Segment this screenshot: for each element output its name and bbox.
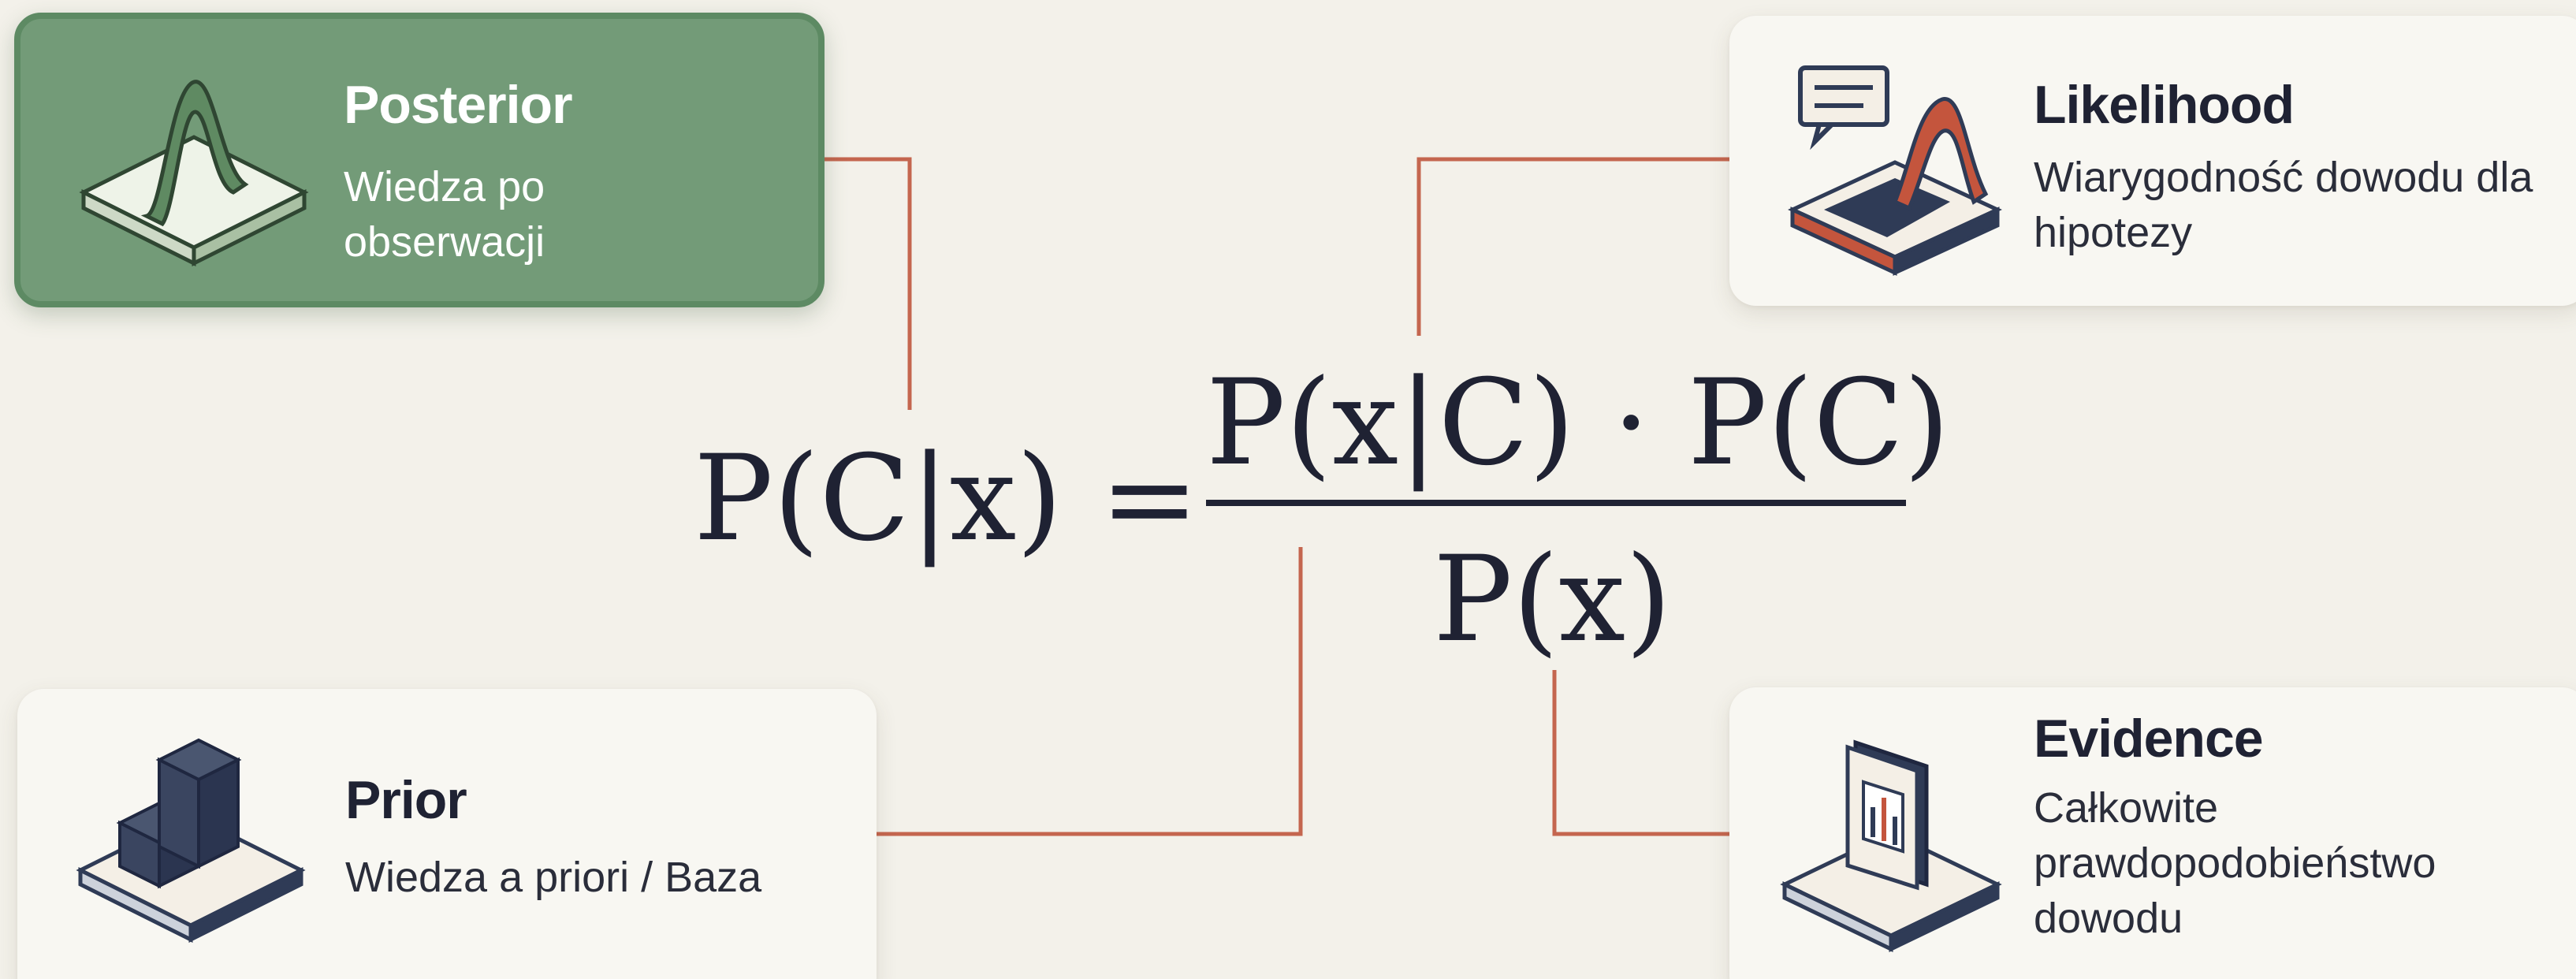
formula-denominator: P(x) — [1433, 531, 1672, 668]
connector-likelihood — [1416, 157, 1729, 336]
bell-curve-platform-icon — [79, 80, 309, 267]
posterior-title: Posterior — [344, 75, 573, 135]
connector-posterior — [825, 157, 912, 410]
posterior-description: Wiedza po obserwacji — [344, 163, 545, 266]
document-chart-icon — [1780, 739, 2002, 952]
posterior-card: Posterior Wiedza po obserwacji — [14, 13, 825, 307]
prior-description: Wiedza a priori / Baza — [345, 854, 762, 901]
speech-bubble-curve-icon — [1788, 65, 2002, 276]
prior-card: Prior Wiedza a priori / Baza — [17, 689, 877, 979]
stacked-blocks-icon — [76, 738, 306, 944]
likelihood-title: Likelihood — [2034, 75, 2295, 135]
fraction-bar — [1206, 500, 1906, 506]
evidence-title: Evidence — [2034, 709, 2264, 769]
prior-title: Prior — [345, 770, 467, 830]
evidence-card: Evidence Całkowite prawdopodobieństwo do… — [1729, 687, 2576, 979]
formula-lhs: P(C|x) = — [694, 430, 1200, 568]
likelihood-card: Likelihood Wiarygodność dowodu dla hipot… — [1729, 16, 2576, 306]
likelihood-description: Wiarygodność dowodu dla hipotezy — [2034, 154, 2533, 256]
connector-evidence — [1552, 670, 1729, 836]
formula-numerator: P(x|C) · P(C) — [1206, 355, 1950, 492]
connector-prior — [877, 547, 1303, 836]
evidence-description: Całkowite prawdopodobieństwo dowodu — [2034, 784, 2436, 942]
